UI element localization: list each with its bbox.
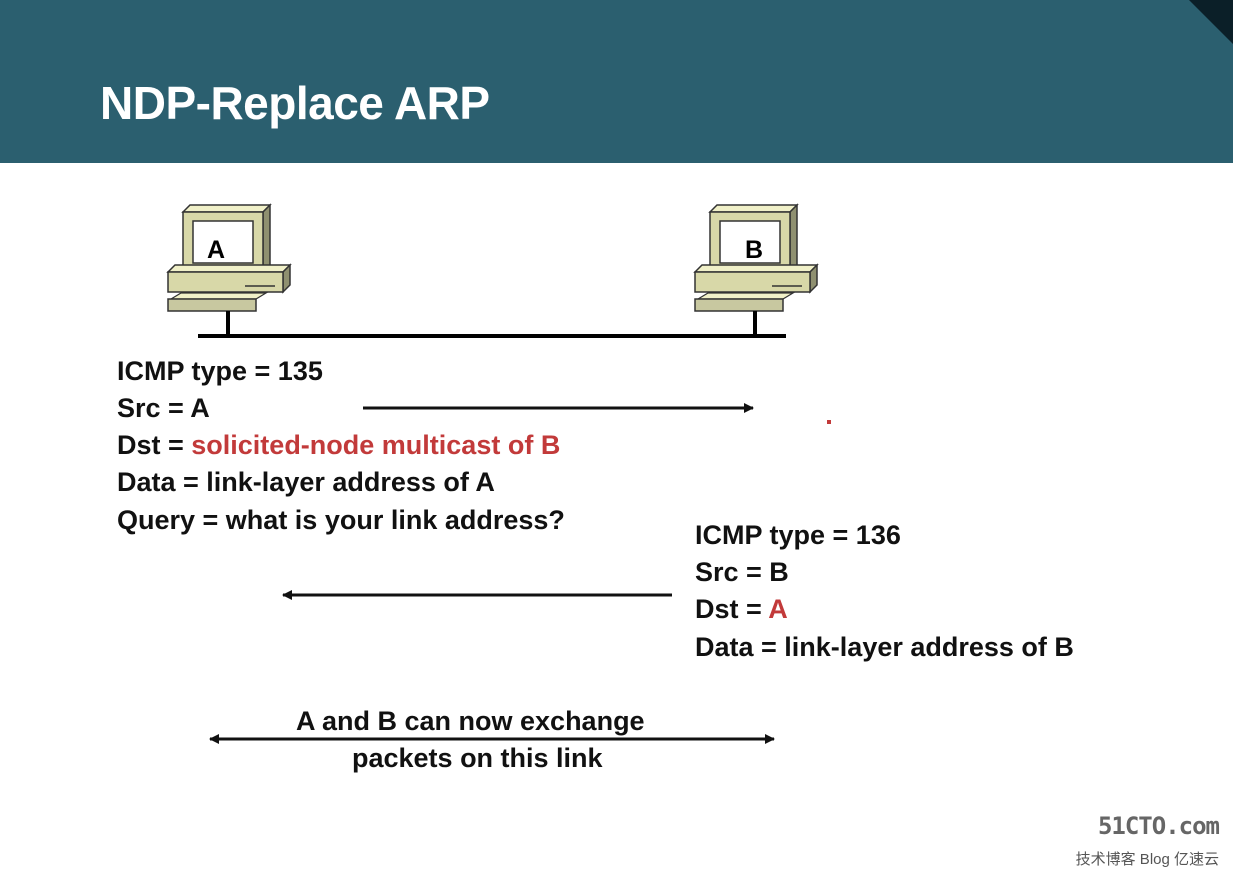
na-icmp-type: ICMP type = 136 xyxy=(695,520,901,550)
computer-b-icon xyxy=(693,203,819,336)
host-b-label: B xyxy=(745,236,763,264)
na-dst-value: A xyxy=(768,594,788,624)
na-dst: Dst = A xyxy=(695,591,788,628)
watermark-logo: 51CTO.com xyxy=(1097,812,1220,840)
na-src: Src = B xyxy=(695,557,789,587)
red-dot xyxy=(827,420,831,424)
ns-data: Data = link-layer address of A xyxy=(117,467,495,497)
ns-dst-prefix: Dst = xyxy=(117,430,192,460)
host-a-label: A xyxy=(207,236,225,264)
result-line2: packets on this link xyxy=(352,743,603,773)
na-dst-prefix: Dst = xyxy=(695,594,769,624)
computer-a-icon xyxy=(166,203,292,336)
ns-query: Query = what is your link address? xyxy=(117,505,565,535)
na-data: Data = link-layer address of B xyxy=(695,632,1074,662)
ns-icmp-type: ICMP type = 135 xyxy=(117,356,323,386)
slide-title: NDP-Replace ARP xyxy=(100,77,490,129)
title-banner: NDP-Replace ARP xyxy=(0,0,1233,163)
banner-corner xyxy=(1189,0,1233,44)
result-line1: A and B can now exchange xyxy=(296,706,645,736)
ns-dst-value: solicited-node multicast of B xyxy=(191,430,561,460)
watermark-caption: 技术博客 Blog 亿速云 xyxy=(1075,851,1219,868)
ns-dst: Dst = solicited-node multicast of B xyxy=(117,427,560,464)
ns-src: Src = A xyxy=(117,393,210,423)
